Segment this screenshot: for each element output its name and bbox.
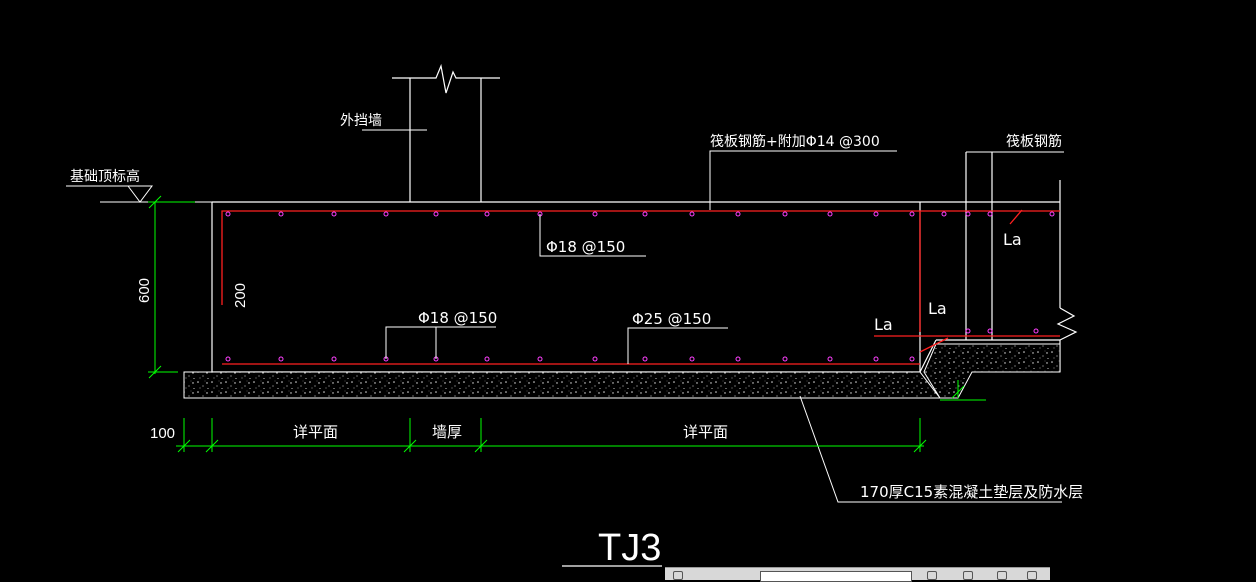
rebar-dots-top bbox=[225, 211, 1055, 217]
command-input[interactable] bbox=[760, 571, 912, 582]
raft-rebar-plus-label: 筏板钢筋+附加Φ14 @300 bbox=[710, 133, 880, 150]
concrete-cushion bbox=[183, 371, 942, 399]
dim-height-600: 600 bbox=[136, 278, 153, 303]
outer-wall-label: 外挡墙 bbox=[340, 113, 382, 129]
top-rebar-label: Φ18 @150 bbox=[546, 238, 625, 256]
dim-segment-2: 墙厚 bbox=[432, 423, 462, 441]
raft-rebar-label: 筏板钢筋 bbox=[1006, 133, 1062, 150]
outer-wall bbox=[392, 63, 500, 202]
rebar-leaders bbox=[385, 150, 1064, 503]
dim-segment-3: 详平面 bbox=[683, 423, 728, 441]
foundation-top-label: 基础顶标高 bbox=[70, 168, 140, 185]
anchor-label-2: La bbox=[874, 315, 893, 334]
bottom-rebar-2-label: Φ25 @150 bbox=[632, 310, 711, 328]
dim-segment-1: 详平面 bbox=[293, 423, 338, 441]
rebar-lines bbox=[221, 209, 1060, 365]
elevation-marker bbox=[66, 185, 214, 203]
section-title: TJ3 bbox=[598, 527, 661, 569]
dim-offset-100: 100 bbox=[150, 425, 175, 442]
cushion-label: 170厚C15素混凝土垫层及防水层 bbox=[860, 483, 1083, 501]
rebar-dots-bottom bbox=[225, 328, 1039, 362]
bottom-toolbar bbox=[665, 567, 1050, 582]
dimension-lines bbox=[148, 195, 986, 453]
anchor-label-1: La bbox=[1003, 230, 1022, 249]
concrete-cushion-pit bbox=[923, 343, 1061, 399]
anchor-label-3: La bbox=[928, 299, 947, 318]
bottom-rebar-1-label: Φ18 @150 bbox=[418, 309, 497, 327]
dim-cover-200: 200 bbox=[232, 283, 249, 308]
